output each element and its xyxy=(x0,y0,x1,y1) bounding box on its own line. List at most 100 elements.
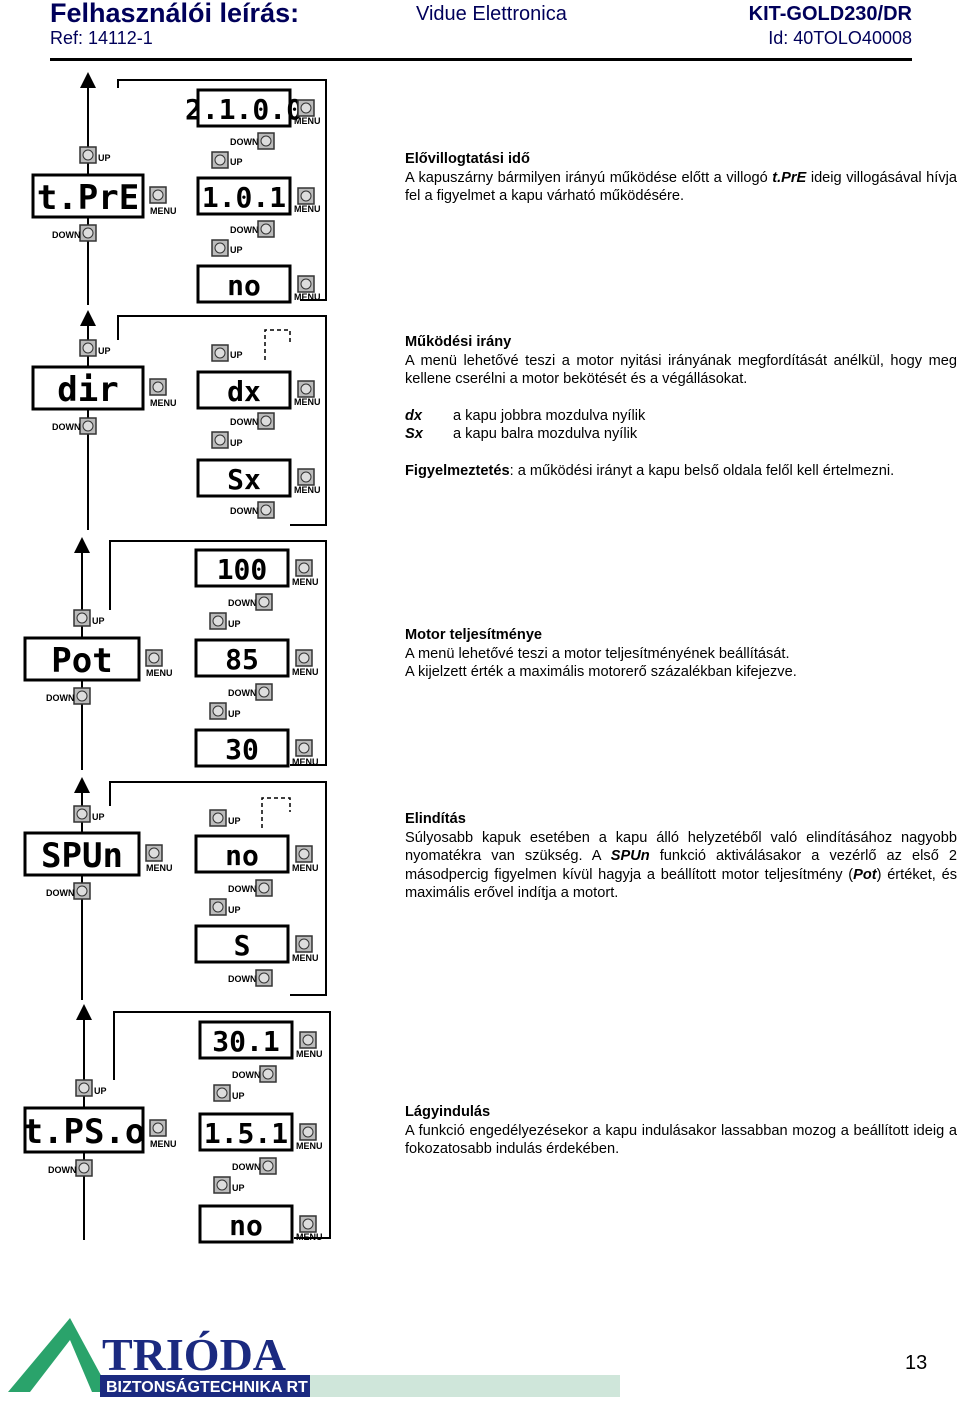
model-name: KIT-GOLD230/DR xyxy=(748,3,912,25)
svg-text:MENU: MENU xyxy=(294,116,321,126)
svg-text:MENU: MENU xyxy=(146,863,173,873)
svg-text:no: no xyxy=(229,1209,263,1242)
svg-text:MENU: MENU xyxy=(292,577,319,587)
svg-text:UP: UP xyxy=(228,619,241,629)
svg-text:UP: UP xyxy=(98,153,111,163)
display-main-1 xyxy=(31,173,145,219)
diagram-soft-start: t.PS.o UP MENU DOWN 30.1 MENU DOWN UP 1.… xyxy=(23,1004,331,1244)
svg-text:SPUn: SPUn xyxy=(41,836,123,876)
section-text: A funkció engedélyezésekor a kapu indulá… xyxy=(405,1122,957,1158)
company-name: Vidue Elettronica xyxy=(416,3,567,25)
svg-text:UP: UP xyxy=(92,812,105,822)
svg-text:no: no xyxy=(225,839,259,872)
diagram-power: Pot UP MENU DOWN 100 MENU DOWN UP 85 MEN… xyxy=(23,537,327,770)
section-line2: A kijelzett érték a maximális motorerő s… xyxy=(405,664,797,680)
section-pre-flash: Elővillogtatási idő A kapuszárny bármily… xyxy=(405,150,957,206)
svg-text:2.1.0.0: 2.1.0.0 xyxy=(185,93,303,126)
section-soft-start: Lágyindulás A funkció engedélyezésekor a… xyxy=(405,1103,957,1159)
svg-text:DOWN: DOWN xyxy=(230,417,259,427)
svg-text:S: S xyxy=(234,929,251,962)
svg-text:no: no xyxy=(227,269,261,302)
svg-text:UP: UP xyxy=(232,1183,245,1193)
section-direction: Működési irány A menü lehetővé teszi a m… xyxy=(405,333,957,480)
svg-text:UP: UP xyxy=(92,616,105,626)
doc-title: Felhasználói leírás: xyxy=(50,0,300,28)
svg-text:UP: UP xyxy=(230,157,243,167)
svg-text:MENU: MENU xyxy=(294,397,321,407)
svg-text:TRIÓDA: TRIÓDA xyxy=(102,1329,286,1380)
section-title: Lágyindulás xyxy=(405,1104,491,1120)
svg-text:Sx: Sx xyxy=(227,463,261,496)
svg-text:UP: UP xyxy=(230,350,243,360)
svg-text:MENU: MENU xyxy=(296,1049,323,1059)
diagram-direction: dir UP MENU DOWN dx UP MENU DOWN UP Sx M… xyxy=(31,310,327,530)
svg-text:Pot: Pot xyxy=(51,641,112,681)
svg-text:DOWN: DOWN xyxy=(48,1165,77,1175)
svg-text:MENU: MENU xyxy=(294,292,321,302)
trioda-logo: TRIÓDA BIZTONSÁGTECHNIKA RT xyxy=(8,1318,620,1397)
ref-number: Ref: 14112-1 xyxy=(50,28,153,48)
svg-text:DOWN: DOWN xyxy=(230,506,259,516)
svg-text:MENU: MENU xyxy=(150,398,177,408)
section-title: Elővillogtatási idő xyxy=(405,151,530,167)
svg-text:85: 85 xyxy=(225,643,259,676)
svg-text:UP: UP xyxy=(230,438,243,448)
svg-text:1.5.1: 1.5.1 xyxy=(204,1117,288,1150)
svg-text:BIZTONSÁGTECHNIKA RT: BIZTONSÁGTECHNIKA RT xyxy=(106,1377,308,1396)
svg-text:DOWN: DOWN xyxy=(52,230,81,240)
svg-text:DOWN: DOWN xyxy=(230,225,259,235)
section-text: A menü lehetővé teszi a motor nyitási ir… xyxy=(405,352,957,388)
section-text: A kapuszárny bármilyen irányú működése e… xyxy=(405,169,957,205)
svg-text:MENU: MENU xyxy=(292,757,319,767)
section-power: Motor teljesítménye A menü lehetővé tesz… xyxy=(405,626,957,682)
svg-text:UP: UP xyxy=(228,709,241,719)
svg-text:30: 30 xyxy=(225,733,259,766)
section-start: Elindítás Súlyosabb kapuk esetében a kap… xyxy=(405,810,957,903)
svg-text:DOWN: DOWN xyxy=(46,888,75,898)
display-main-1-value: t.PrE xyxy=(37,178,139,218)
section-title: Elindítás xyxy=(405,811,466,827)
svg-text:MENU: MENU xyxy=(150,1139,177,1149)
doc-id: Id: 40TOLO40008 xyxy=(768,28,912,48)
svg-text:UP: UP xyxy=(228,816,241,826)
svg-text:DOWN: DOWN xyxy=(228,974,257,984)
svg-text:DOWN: DOWN xyxy=(228,598,257,608)
svg-text:DOWN: DOWN xyxy=(230,137,259,147)
svg-text:MENU: MENU xyxy=(292,667,319,677)
svg-text:DOWN: DOWN xyxy=(232,1162,261,1172)
svg-text:UP: UP xyxy=(98,346,111,356)
page-header: Felhasználói leírás: Vidue Elettronica K… xyxy=(50,0,912,61)
svg-text:MENU: MENU xyxy=(296,1141,323,1151)
svg-text:dx: dx xyxy=(227,375,261,408)
svg-text:UP: UP xyxy=(94,1086,107,1096)
diagram-start: SPUn UP MENU DOWN no UP MENU DOWN UP S M… xyxy=(23,777,327,1000)
svg-text:UP: UP xyxy=(232,1091,245,1101)
svg-text:dir: dir xyxy=(57,370,118,410)
svg-text:DOWN: DOWN xyxy=(46,693,75,703)
warning-text: Figyelmeztetés: a működési irányt a kapu… xyxy=(405,462,895,479)
svg-text:t.PS.o: t.PS.o xyxy=(23,1112,146,1152)
svg-text:MENU: MENU xyxy=(296,1232,323,1242)
section-title: Motor teljesítménye xyxy=(405,627,543,643)
section-line1: A menü lehetővé teszi a motor teljesítmé… xyxy=(405,645,790,662)
svg-text:DOWN: DOWN xyxy=(52,422,81,432)
svg-text:MENU: MENU xyxy=(150,206,177,216)
svg-text:30.1: 30.1 xyxy=(212,1025,279,1058)
svg-text:UP: UP xyxy=(228,905,241,915)
svg-text:MENU: MENU xyxy=(294,204,321,214)
section-text: Súlyosabb kapuk esetében a kapu álló hel… xyxy=(405,829,957,902)
svg-text:1.0.1: 1.0.1 xyxy=(202,181,286,214)
diagram-pre-flash: t.PrE UP MENU DOWN 2.1.0.0 MENU DOWN UP … xyxy=(31,72,327,305)
svg-text:DOWN: DOWN xyxy=(232,1070,261,1080)
svg-text:DOWN: DOWN xyxy=(228,884,257,894)
page-number: 13 xyxy=(905,1352,928,1374)
svg-text:100: 100 xyxy=(217,553,268,586)
svg-text:MENU: MENU xyxy=(294,485,321,495)
svg-text:DOWN: DOWN xyxy=(228,688,257,698)
svg-text:MENU: MENU xyxy=(146,668,173,678)
section-title: Működési irány xyxy=(405,334,512,350)
svg-text:UP: UP xyxy=(230,245,243,255)
